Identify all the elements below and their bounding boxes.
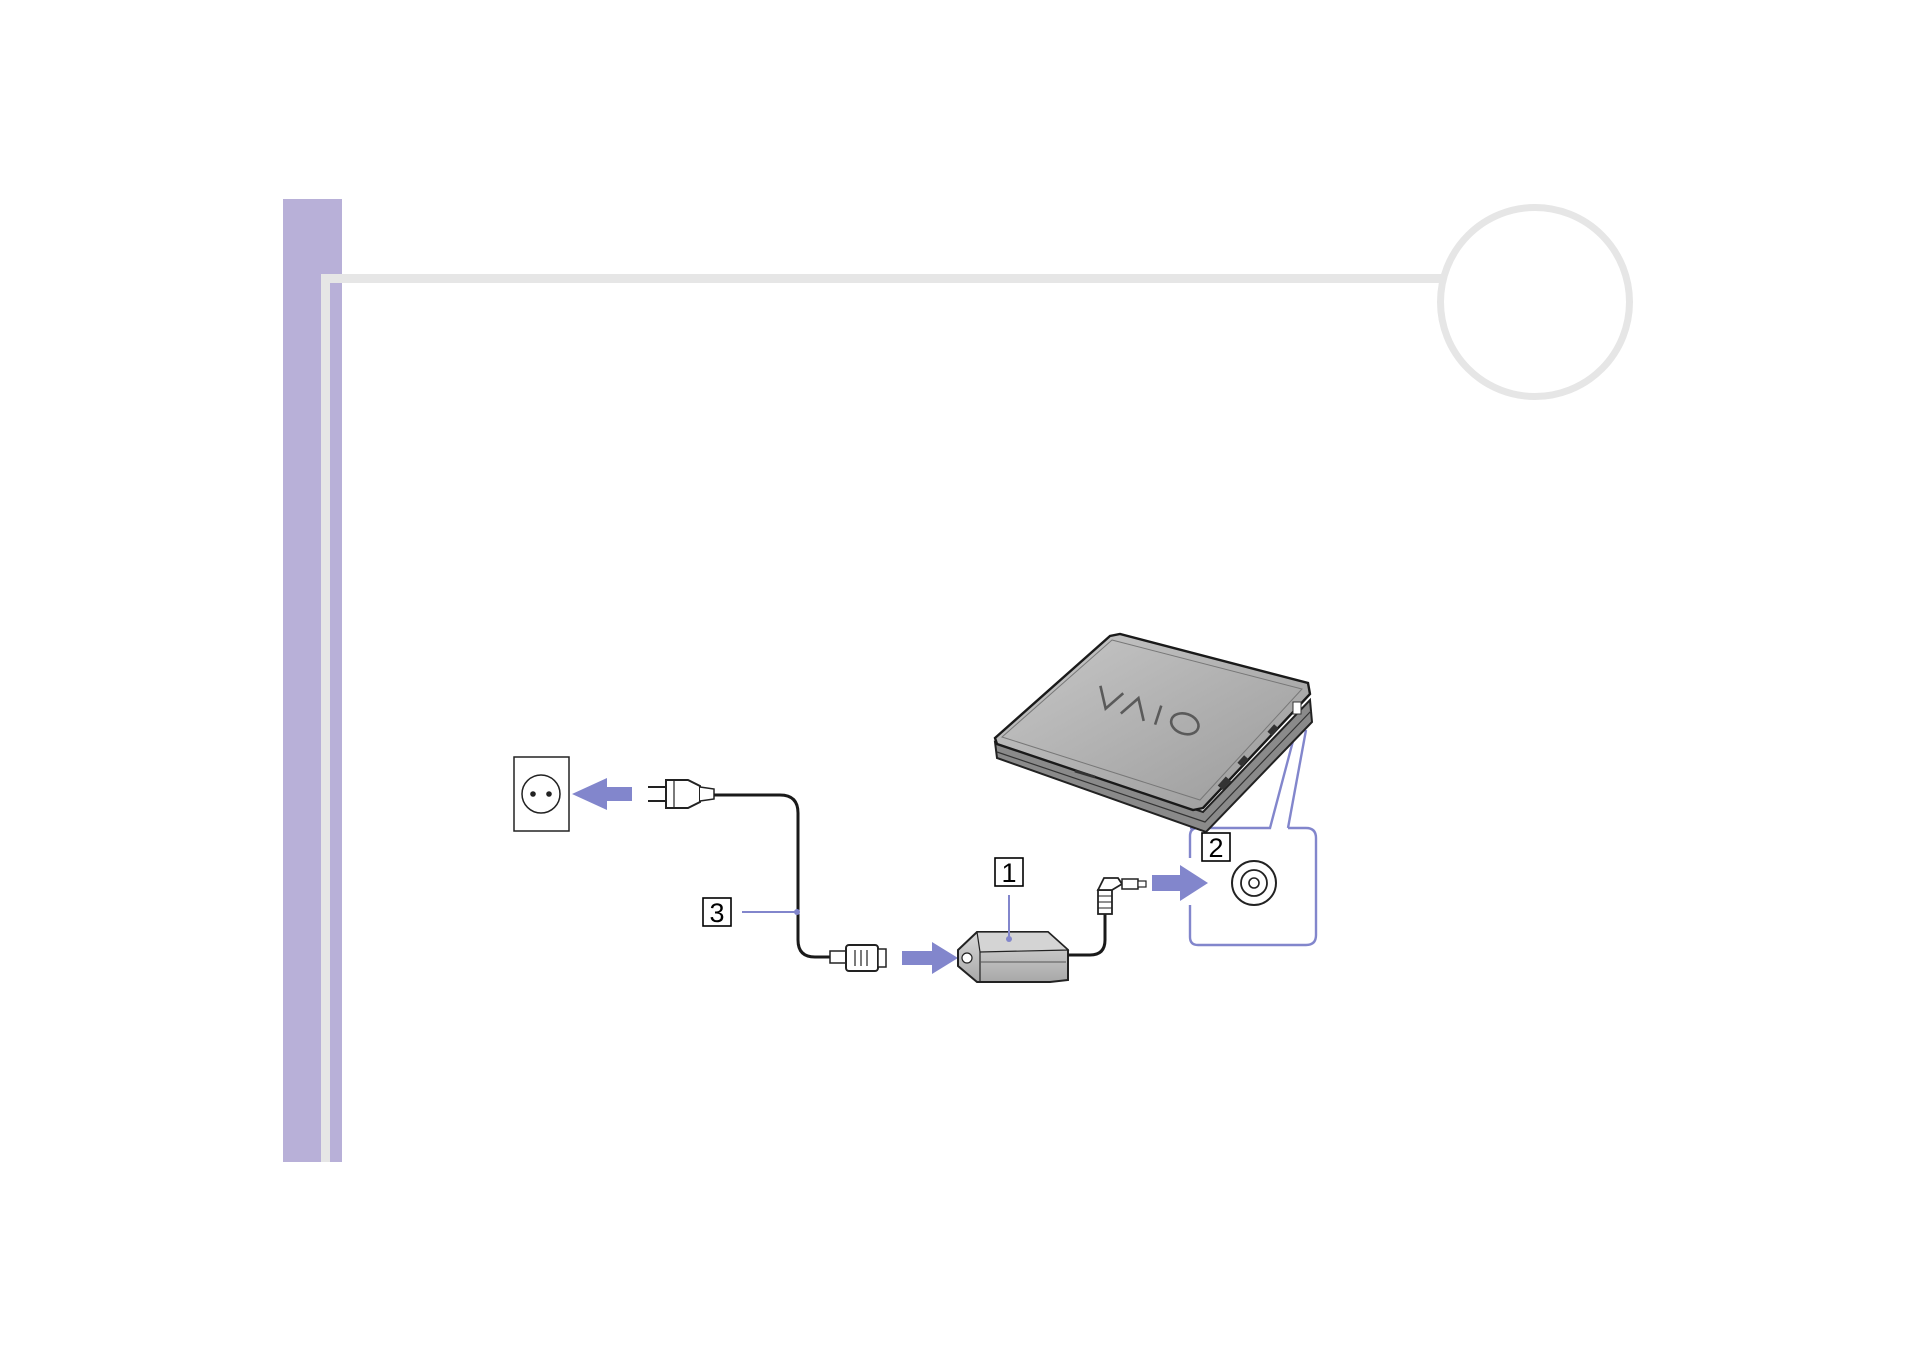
svg-text:3: 3 [709,898,724,928]
power-cord [714,793,830,959]
header-rail-horizontal [321,274,1441,283]
arrow-to-dc-port [1152,865,1208,901]
dc-plug-icon [1096,877,1147,915]
adapter-cord-connector-icon [829,944,887,972]
callout-3: 3 [702,897,732,928]
wall-outlet-icon [513,756,570,832]
arrow-to-outlet [572,778,632,810]
mains-plug-icon [648,779,715,809]
vaio-logo [1099,685,1200,736]
dc-in-port-icon [1231,860,1277,906]
sidebar-accent-bar [283,199,342,1162]
callout-1: 1 [994,857,1024,888]
dc-cord [1068,912,1107,957]
arrow-to-adapter [902,942,958,974]
page-ring-ornament [1437,204,1633,400]
laptop-icon [993,632,1314,834]
svg-text:2: 2 [1208,833,1223,863]
svg-text:1: 1 [1001,858,1016,888]
ac-adapter-icon [957,931,1070,983]
callout-2: 2 [1201,832,1231,863]
header-rail-vertical [321,274,330,1162]
